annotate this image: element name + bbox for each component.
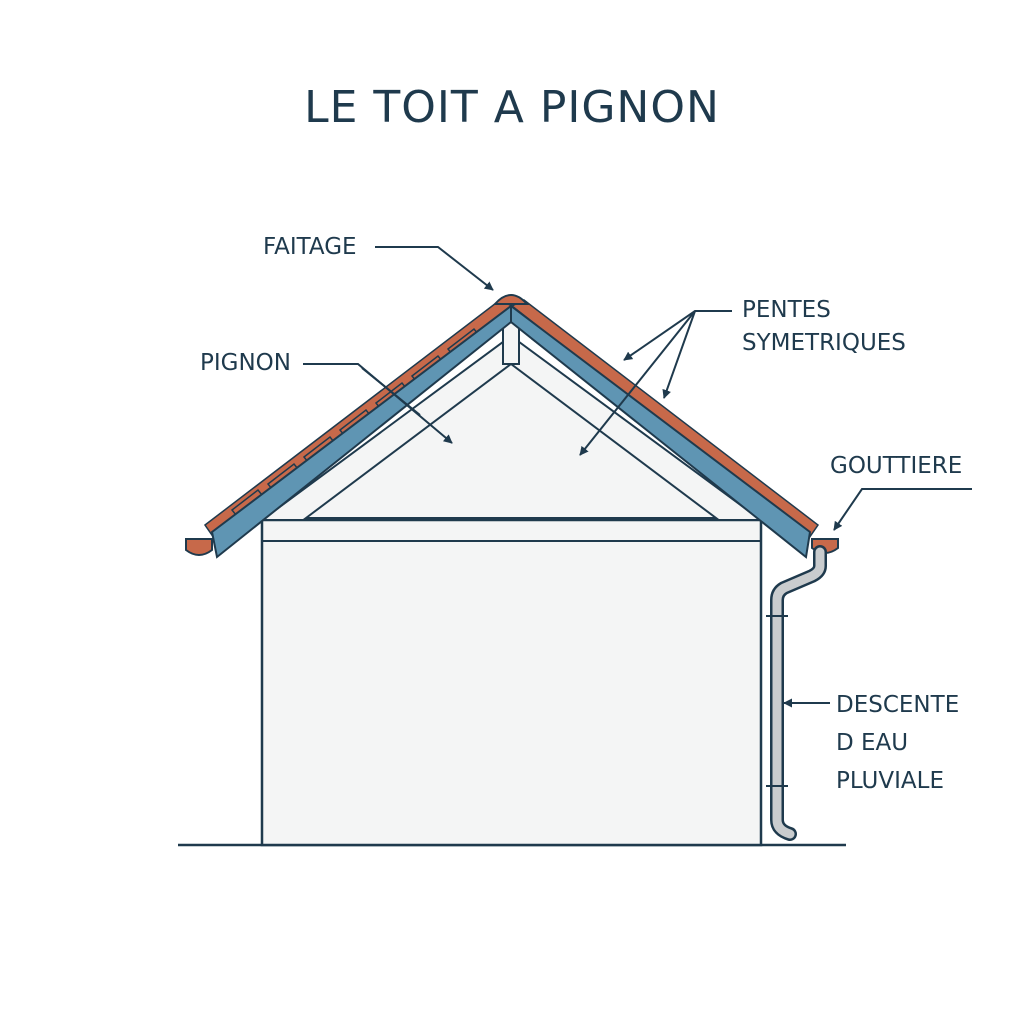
- label-faitage-text: FAITAGE: [263, 234, 357, 260]
- leader-pentes-1: [623, 310, 732, 361]
- gutter-left: [185, 538, 213, 556]
- roof-board-right: [510, 303, 812, 559]
- leader-pignon-1: [303, 363, 453, 444]
- downspout: [770, 545, 827, 841]
- label-gouttiere-text: GOUTTIERE: [830, 453, 963, 479]
- label-descente-line1: DESCENTE: [836, 692, 960, 718]
- gable-inner-triangle: [303, 362, 719, 519]
- leader-pentes-2: [662, 310, 696, 399]
- page-title: LE TOIT A PIGNON: [304, 82, 720, 133]
- ridge-post: [502, 321, 520, 365]
- label-faitage: FAITAGE: [263, 231, 357, 264]
- label-gouttiere: GOUTTIERE: [830, 450, 962, 483]
- label-pignon-text: PIGNON: [200, 350, 291, 376]
- house-wall: [260, 518, 763, 847]
- label-pentes: PENTES SYMETRIQUES: [742, 294, 906, 360]
- leader-faitage: [375, 246, 494, 291]
- label-pignon: PIGNON: [200, 347, 291, 380]
- label-descente-line3: PLUVIALE: [836, 768, 944, 794]
- downspout-fill: [772, 547, 825, 839]
- leader-pignon-2: [361, 367, 421, 416]
- label-descente-line2: D EAU: [836, 730, 909, 756]
- label-pentes-line2: SYMETRIQUES: [742, 330, 906, 356]
- label-pentes-line1: PENTES: [742, 297, 831, 323]
- leader-pentes-3: [579, 310, 696, 456]
- ridge-cap: [492, 294, 530, 305]
- leader-gouttiere: [833, 488, 972, 531]
- label-descente: DESCENTE D EAU PLUVIALE: [836, 686, 959, 800]
